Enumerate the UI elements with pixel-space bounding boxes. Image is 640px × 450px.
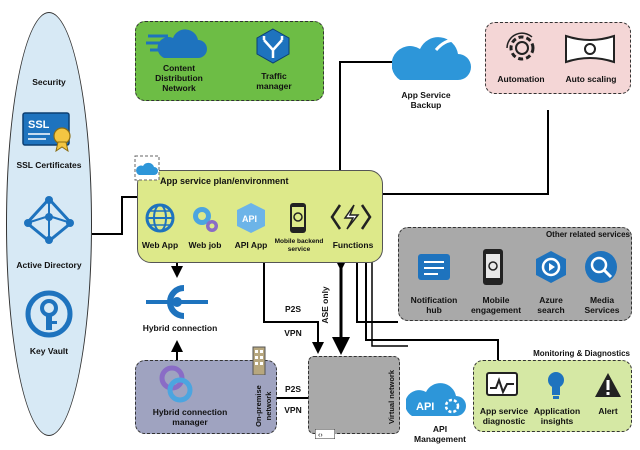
on-premise-label: On-premise network — [254, 385, 273, 427]
p2s-label-bottom: P2S — [284, 384, 302, 394]
web-job-label: Web job — [188, 240, 222, 250]
api-app-badge: API — [242, 214, 257, 224]
application-insights-icon — [546, 370, 566, 405]
cdn-cloud-icon — [146, 26, 208, 67]
vpn-label-top: VPN — [284, 328, 302, 338]
virtual-network-box — [308, 356, 400, 434]
api-app-label: API App — [234, 240, 268, 250]
api-management-label: API Management — [414, 424, 466, 444]
api-management-badge: API — [416, 401, 434, 413]
api-management-cloud-icon: API — [405, 376, 468, 427]
hybrid-manager-label: Hybrid connection manager — [152, 407, 228, 427]
alert-icon — [594, 372, 622, 403]
traffic-manager-label: Traffic manager — [256, 71, 292, 91]
key-vault-label: Key Vault — [29, 346, 69, 356]
svg-text:SSL: SSL — [28, 119, 50, 131]
media-services-label: Media Services — [584, 295, 620, 315]
plan-to-backup-line — [339, 61, 395, 170]
monitoring-title: Monitoring & Diagnostics — [533, 349, 630, 358]
auto-scaling-label: Auto scaling — [565, 74, 617, 84]
azure-search-label: Azure search — [537, 295, 565, 315]
backup-label: App Service Backup — [401, 90, 451, 110]
azure-search-icon — [534, 250, 568, 289]
automation-label: Automation — [497, 74, 545, 84]
active-directory-label: Active Directory — [16, 260, 82, 270]
security-title: Security — [32, 77, 66, 87]
plan-to-monitoring-line — [365, 262, 499, 362]
mobile-engagement-label: Mobile engagement — [470, 295, 522, 315]
notification-hub-icon — [416, 250, 452, 291]
mobile-backend-icon — [288, 202, 308, 239]
application-insights-label: Application insights — [533, 406, 581, 426]
hybrid-connection-icon — [146, 282, 208, 327]
mobile-engagement-icon — [482, 248, 504, 291]
p2s-label-top: P2S — [284, 304, 302, 314]
web-app-label: Web App — [141, 240, 179, 250]
key-vault-icon — [25, 290, 73, 343]
security-to-plan-line — [92, 196, 137, 235]
ssl-certificates-label: SSL Certificates — [16, 160, 82, 170]
cdn-label: Content Distribution Network — [155, 63, 203, 93]
media-services-icon — [584, 250, 618, 289]
web-job-icon — [190, 204, 220, 239]
p2s-vpn-line — [263, 262, 324, 354]
hybrid-manager-icon — [158, 364, 194, 409]
plan-to-automation-line — [383, 110, 549, 195]
vnet-connector-icon: ‹› — [314, 426, 336, 444]
svg-text:‹›: ‹› — [318, 432, 323, 439]
active-directory-icon — [24, 196, 74, 249]
functions-label: Functions — [332, 240, 374, 250]
other-services-title: Other related services — [545, 230, 630, 239]
automation-gear-icon — [504, 30, 540, 71]
vpn-label-bottom: VPN — [284, 405, 302, 415]
app-diagnostic-label: App service diagnostic — [479, 406, 529, 426]
cdn-traffic-box — [135, 21, 324, 101]
web-app-globe-icon — [144, 202, 176, 239]
functions-icon — [330, 202, 372, 237]
plan-title: App service plan/environment — [160, 176, 289, 186]
app-service-plan-icon — [134, 155, 160, 186]
traffic-manager-icon — [256, 28, 290, 69]
vnet-to-api-line — [371, 262, 408, 347]
hybrid-connection-label: Hybrid connection — [142, 323, 218, 333]
virtual-network-label: Virtual network — [387, 369, 396, 425]
auto-scaling-icon — [564, 34, 616, 69]
ssl-certificate-icon: SSL — [22, 112, 76, 157]
plan-to-other-line — [356, 262, 398, 323]
on-premise-building-icon — [250, 345, 268, 380]
app-diagnostic-icon — [486, 372, 518, 403]
ase-only-label: ASE only — [320, 286, 330, 324]
mobile-backend-label: Mobile backend service — [274, 238, 324, 253]
api-app-icon: API — [236, 202, 266, 239]
backup-cloud-icon — [391, 26, 474, 89]
notification-hub-label: Notification hub — [410, 295, 458, 315]
alert-label: Alert — [598, 406, 618, 416]
